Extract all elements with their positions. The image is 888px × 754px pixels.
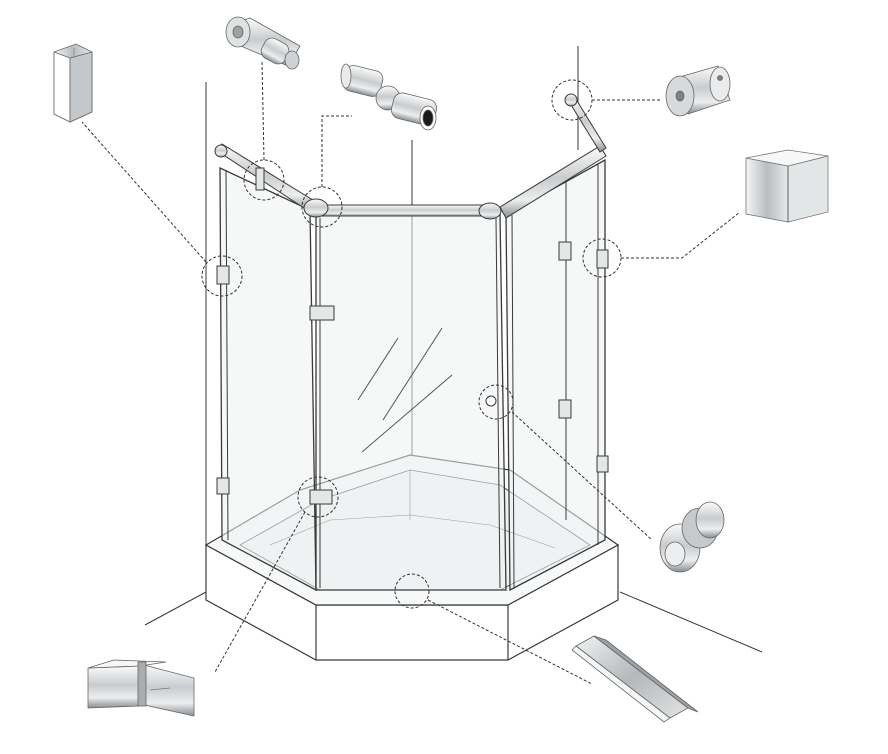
installed-hardware [216, 167, 609, 505]
callout-wall-hinge [201, 255, 243, 297]
glass-reflections [357, 327, 453, 453]
support-bars [214, 93, 607, 220]
rod-end-cap-icon [665, 65, 731, 117]
leader-lines [81, 61, 741, 685]
wall-to-glass-hinge-icon [53, 43, 93, 123]
door-knob-icon [659, 501, 725, 573]
callout-corner-hinge [297, 476, 339, 518]
callout-swivel-connector [243, 159, 285, 201]
glass-panels [219, 158, 606, 592]
glass-to-glass-clamp-icon [745, 149, 829, 223]
glass-to-glass-hinge-icon [87, 659, 195, 717]
elbow-rod-connector-icon [340, 63, 437, 131]
glass-edges [225, 164, 599, 589]
swivel-rod-connector-icon [225, 16, 301, 70]
callout-circles [201, 79, 622, 609]
glass-panel-right [505, 158, 606, 592]
glass-panel-center [315, 214, 507, 591]
bottom-seal-strip-icon [571, 635, 699, 723]
callout-elbow-connector [301, 186, 343, 228]
callout-seal-strip [394, 573, 430, 609]
callout-door-knob [478, 384, 514, 420]
glass-panel-left [219, 166, 317, 592]
